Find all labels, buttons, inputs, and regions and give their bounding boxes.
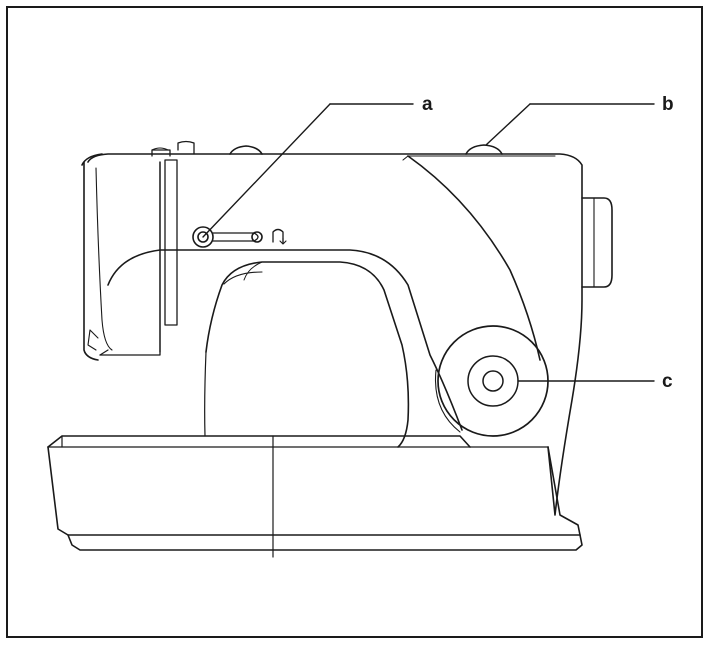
- callout-label-c: c: [662, 371, 673, 392]
- needle-bar-area: [151, 140, 195, 353]
- machine-body: [81, 153, 583, 516]
- handwheel: [581, 197, 613, 288]
- spool-pins: [229, 144, 503, 155]
- leader-a: [202, 103, 331, 238]
- callout-label-a: a: [422, 94, 433, 115]
- callout-label-b: b: [662, 94, 674, 115]
- reverse-lever: [192, 226, 287, 248]
- leader-b: [485, 103, 531, 146]
- leader-lines: [202, 103, 655, 382]
- figure-frame: [6, 6, 703, 638]
- machine-base: [47, 435, 583, 558]
